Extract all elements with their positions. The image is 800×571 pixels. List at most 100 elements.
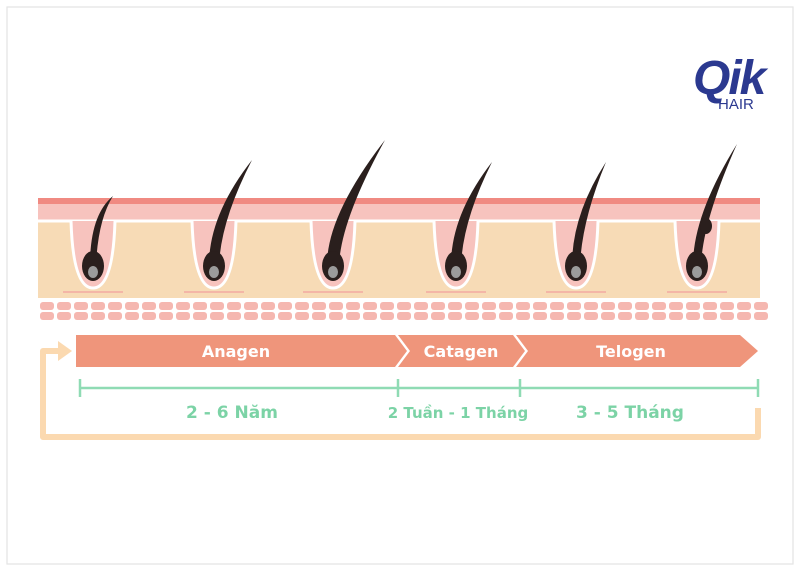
skin-cell — [618, 302, 632, 310]
skin-cell — [261, 312, 275, 320]
papilla-core — [328, 266, 338, 278]
skin-cell — [703, 312, 717, 320]
hair-shaft — [451, 162, 492, 265]
phase-arrow-bar: Anagen Catagen Telogen — [76, 335, 758, 367]
skin-cell — [108, 312, 122, 320]
skin-cell — [686, 302, 700, 310]
skin-cell — [635, 302, 649, 310]
skin-cell — [210, 302, 224, 310]
logo-brand-text: Qik — [693, 52, 769, 105]
skin-cell — [346, 312, 360, 320]
skin-cell — [448, 312, 462, 320]
skin-cell — [125, 302, 139, 310]
skin-cell — [193, 312, 207, 320]
duration-catagen: 2 Tuần - 1 Tháng — [388, 404, 529, 422]
skin-cell — [652, 312, 666, 320]
skin-cell — [584, 302, 598, 310]
papilla-core — [451, 266, 461, 278]
skin-cell — [363, 302, 377, 310]
papilla-core — [88, 266, 98, 278]
skin-cell — [499, 302, 513, 310]
skin-cell — [448, 302, 462, 310]
skin-cell — [584, 312, 598, 320]
skin-cell — [652, 302, 666, 310]
skin-cell — [91, 302, 105, 310]
cell-layer — [40, 302, 768, 320]
skin-cell — [482, 302, 496, 310]
skin-cell — [431, 302, 445, 310]
qikhair-logo: Qik HAIR — [693, 52, 771, 113]
skin-cell — [754, 302, 768, 310]
skin-cell — [533, 302, 547, 310]
skin-cell — [210, 312, 224, 320]
follicle-catagen — [426, 162, 492, 293]
hair-shaft — [90, 196, 113, 265]
hair-shaft — [693, 144, 737, 265]
duration-timeline: 2 - 6 Năm 2 Tuần - 1 Tháng 3 - 5 Tháng — [78, 379, 760, 423]
skin-cell — [295, 302, 309, 310]
follicle-anagen-full — [303, 140, 385, 293]
skin-cell — [329, 302, 343, 310]
skin-cell — [431, 312, 445, 320]
hair-shaft — [327, 140, 385, 265]
skin-cell — [380, 312, 394, 320]
cycle-return-arrowhead — [58, 341, 72, 361]
skin-cell — [278, 312, 292, 320]
papilla-core — [209, 266, 219, 278]
skin-cell — [244, 312, 258, 320]
skin-cell — [295, 312, 309, 320]
skin-pink-layer — [38, 203, 760, 221]
skin-cell — [57, 302, 71, 310]
skin-cell — [278, 302, 292, 310]
skin-cell — [57, 312, 71, 320]
skin-cell — [567, 312, 581, 320]
club-hair-bulb — [700, 218, 712, 234]
skin-cell — [414, 302, 428, 310]
skin-top-layer — [38, 198, 760, 204]
skin-cell — [499, 312, 513, 320]
skin-cell — [40, 312, 54, 320]
skin-cell — [601, 312, 615, 320]
skin-cell — [754, 312, 768, 320]
skin-cell — [618, 312, 632, 320]
follicle-anagen-growing — [184, 160, 252, 293]
follicles — [63, 140, 737, 293]
skin-cell — [550, 302, 564, 310]
skin-cell — [142, 312, 156, 320]
frame-border — [6, 6, 794, 565]
skin-cell — [482, 312, 496, 320]
skin-cell — [91, 312, 105, 320]
skin-cell — [669, 312, 683, 320]
logo-sub-text: HAIR — [718, 96, 754, 113]
skin-cell — [176, 312, 190, 320]
skin-cell — [516, 302, 530, 310]
hair-shaft — [209, 160, 252, 265]
follicle-telogen-regrowth — [667, 144, 737, 293]
skin-cell — [414, 312, 428, 320]
skin-cell — [397, 312, 411, 320]
skin-cell — [567, 302, 581, 310]
papilla-core — [571, 266, 581, 278]
skin-cell — [550, 312, 564, 320]
skin-cell — [74, 312, 88, 320]
skin-cell — [380, 302, 394, 310]
skin-cell — [329, 312, 343, 320]
skin-cell — [159, 312, 173, 320]
skin-cell — [176, 302, 190, 310]
skin-cross-section — [38, 140, 768, 320]
skin-cell — [720, 312, 734, 320]
skin-cell — [397, 302, 411, 310]
duration-anagen: 2 - 6 Năm — [186, 403, 278, 423]
skin-cell — [244, 302, 258, 310]
duration-telogen: 3 - 5 Tháng — [576, 403, 684, 423]
follicle-telogen — [546, 162, 606, 293]
skin-cell — [193, 302, 207, 310]
skin-cell — [312, 312, 326, 320]
skin-cell — [346, 302, 360, 310]
skin-cell — [635, 312, 649, 320]
skin-cell — [142, 302, 156, 310]
dermis-layer — [38, 218, 760, 298]
skin-cell — [601, 302, 615, 310]
papilla-core — [692, 266, 702, 278]
